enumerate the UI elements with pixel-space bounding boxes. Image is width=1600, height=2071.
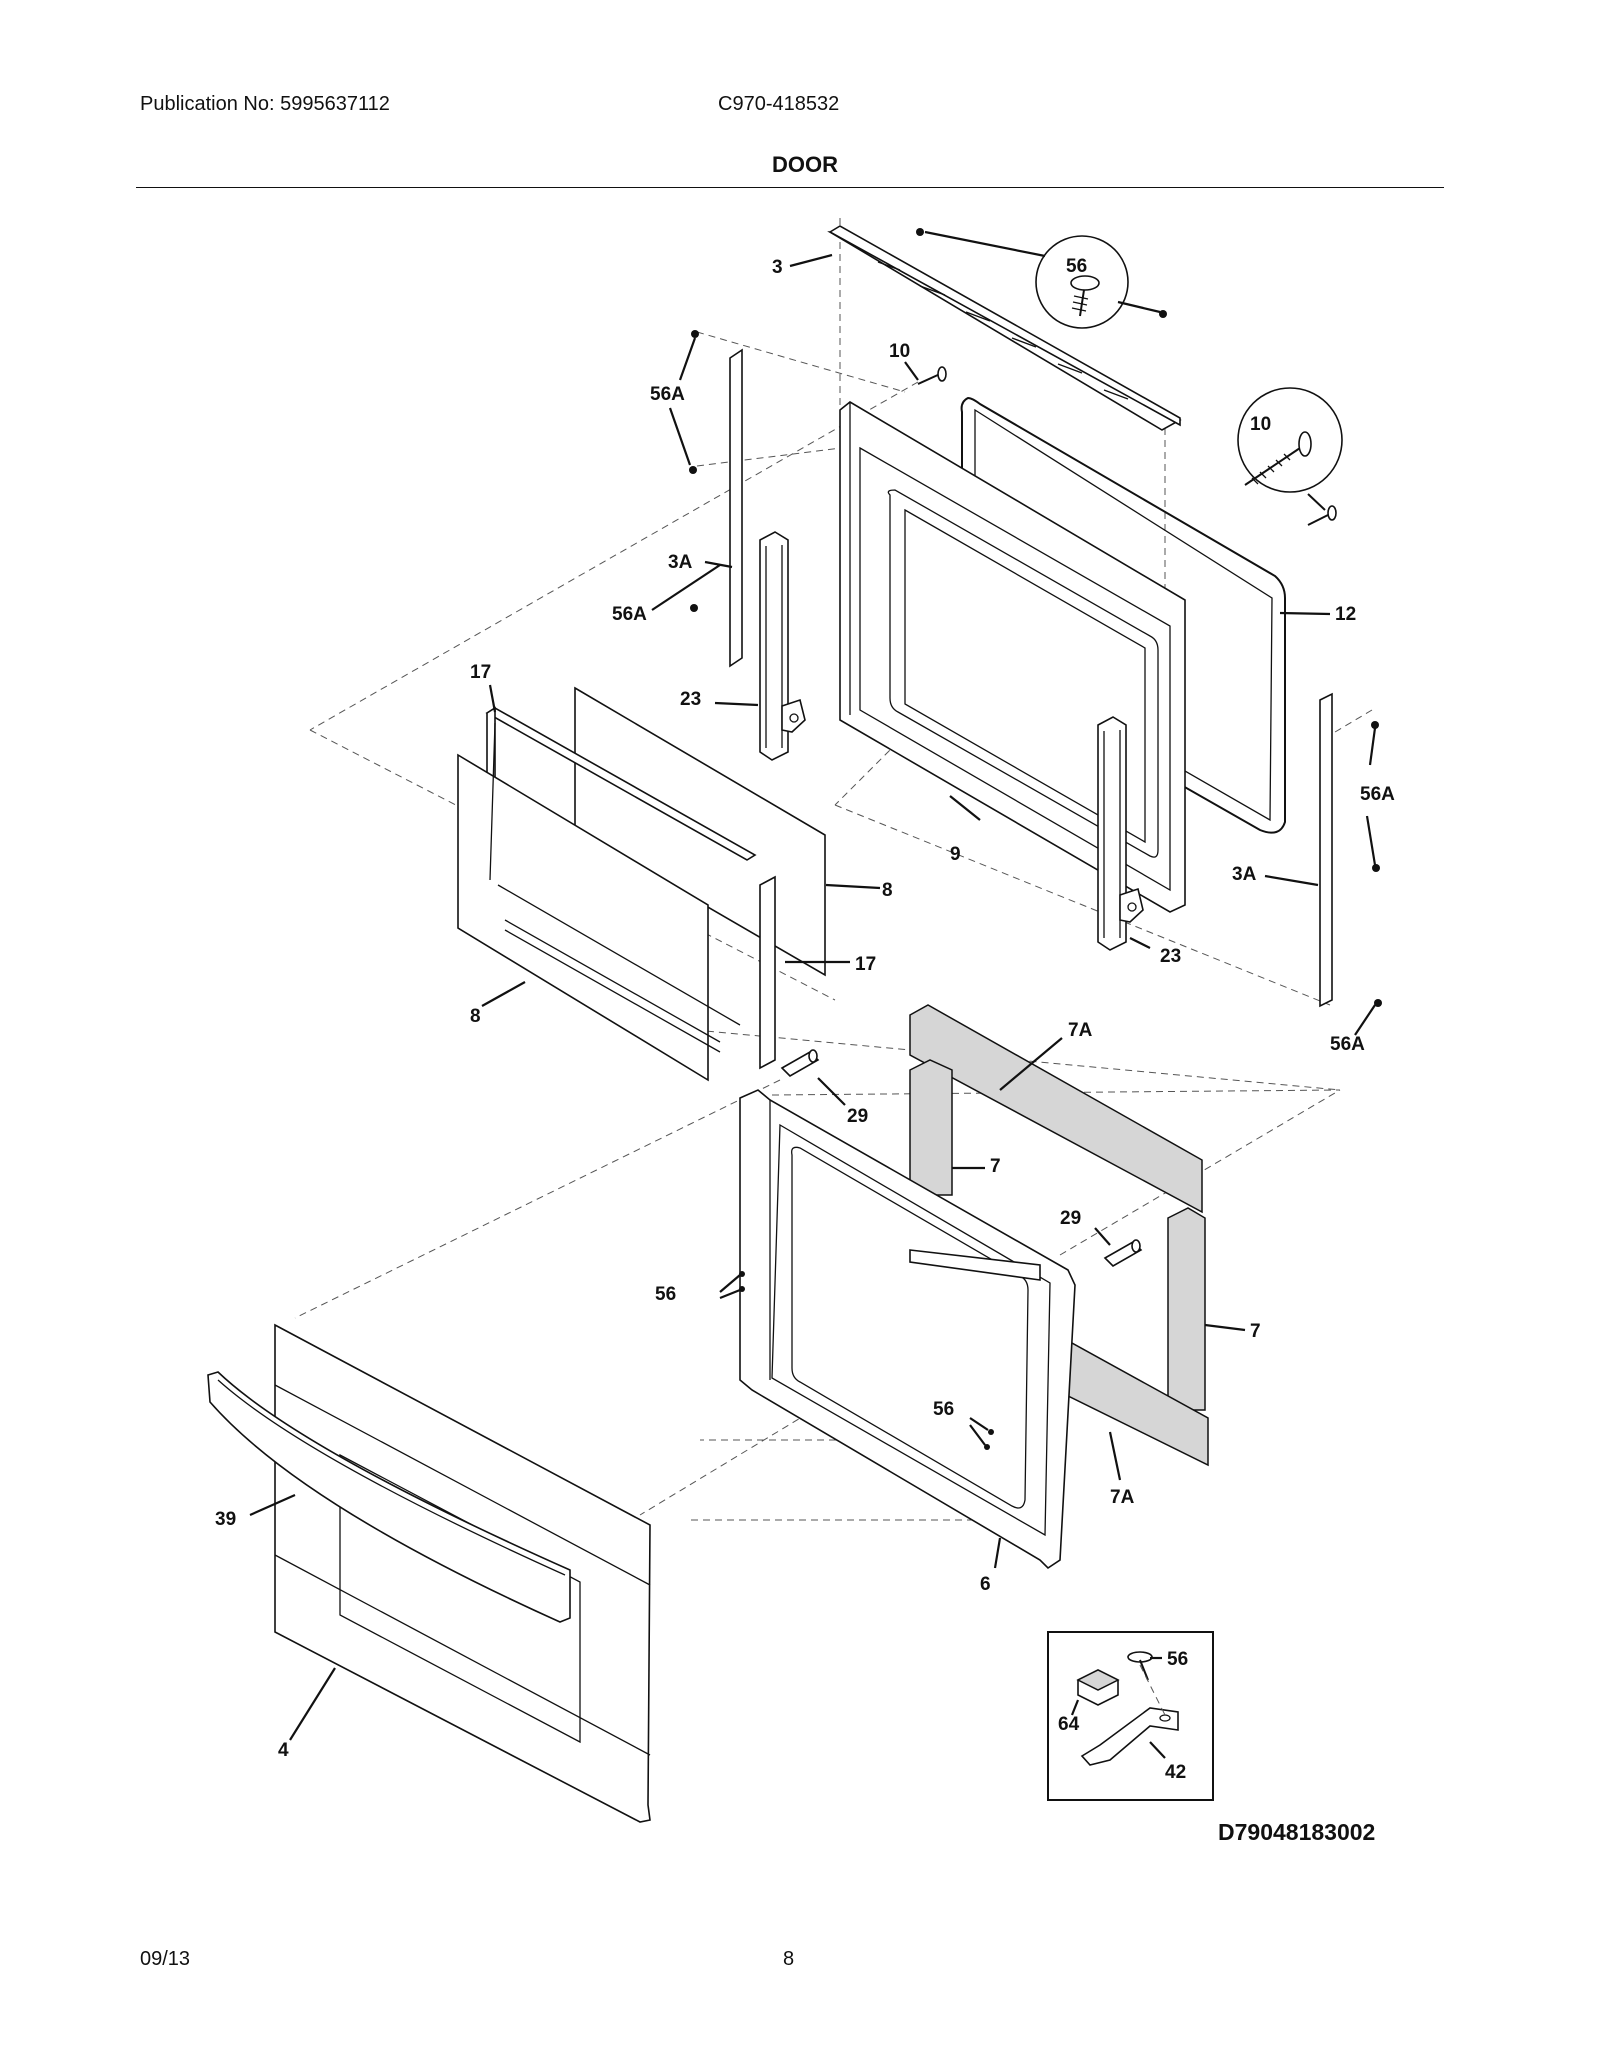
footer-date: 09/13 bbox=[140, 1948, 191, 1970]
label-56-mid: 56 bbox=[933, 1399, 954, 1420]
spacer-29 bbox=[780, 1049, 1143, 1267]
label-3A-right: 3A bbox=[1232, 864, 1257, 885]
label-29-right: 29 bbox=[1060, 1208, 1081, 1229]
hinge-23-left bbox=[714, 531, 806, 761]
label-17-top: 17 bbox=[470, 662, 491, 683]
label-56A-d: 56A bbox=[1330, 1034, 1365, 1055]
inset-detail bbox=[1047, 1631, 1214, 1801]
label-56A-a: 56A bbox=[650, 384, 685, 405]
diagram-code: D79048183002 bbox=[1218, 1819, 1375, 1845]
door-frame-6 bbox=[719, 1089, 1076, 1570]
label-56-left: 56 bbox=[655, 1284, 676, 1305]
label-29-left: 29 bbox=[847, 1106, 868, 1127]
title-rule bbox=[136, 187, 1444, 188]
model-number: C970-418532 bbox=[718, 93, 840, 115]
label-8-right: 8 bbox=[882, 880, 893, 901]
part-labels: 3 56 10 10 56A 3A 56A 12 17 23 56A 9 8 3… bbox=[215, 253, 1395, 1783]
publication-number: Publication No: 5995637112 bbox=[140, 93, 390, 115]
page-title: DOOR bbox=[772, 152, 838, 177]
label-23-right: 23 bbox=[1160, 946, 1181, 967]
inner-door-liner-9 bbox=[839, 401, 1186, 913]
hinge-bolt-10 bbox=[917, 366, 1343, 526]
page-number: 8 bbox=[783, 1948, 795, 1970]
label-12: 12 bbox=[1335, 604, 1356, 625]
label-7A-top: 7A bbox=[1068, 1020, 1093, 1041]
top-vent-trim bbox=[827, 225, 1182, 431]
hinge-23-right bbox=[1097, 716, 1151, 951]
label-3A-left: 3A bbox=[668, 552, 693, 573]
side-channel-3A-right bbox=[1319, 692, 1382, 1036]
label-10-circle: 10 bbox=[1250, 414, 1271, 435]
label-56A-c: 56A bbox=[1360, 784, 1395, 805]
label-3: 3 bbox=[772, 257, 783, 278]
side-channel-3A-left bbox=[651, 330, 743, 668]
glass-pack bbox=[457, 684, 981, 1082]
door-handle-39 bbox=[207, 1371, 571, 1623]
label-8-left: 8 bbox=[470, 1006, 481, 1027]
label-42: 42 bbox=[1165, 1762, 1186, 1783]
label-6: 6 bbox=[980, 1574, 991, 1595]
screw-callout-56 bbox=[916, 228, 1167, 329]
label-64: 64 bbox=[1058, 1714, 1080, 1735]
label-7A-bottom: 7A bbox=[1110, 1487, 1135, 1508]
label-17-mid: 17 bbox=[855, 954, 876, 975]
label-9: 9 bbox=[950, 844, 961, 865]
label-7-left: 7 bbox=[990, 1156, 1001, 1177]
label-7-right: 7 bbox=[1250, 1321, 1261, 1342]
label-39: 39 bbox=[215, 1509, 236, 1530]
label-56-top: 56 bbox=[1066, 256, 1087, 277]
label-56-inset: 56 bbox=[1167, 1649, 1188, 1670]
label-56A-b: 56A bbox=[612, 604, 647, 625]
label-23-left: 23 bbox=[680, 689, 701, 710]
label-4: 4 bbox=[278, 1740, 289, 1761]
label-10-top: 10 bbox=[889, 341, 910, 362]
